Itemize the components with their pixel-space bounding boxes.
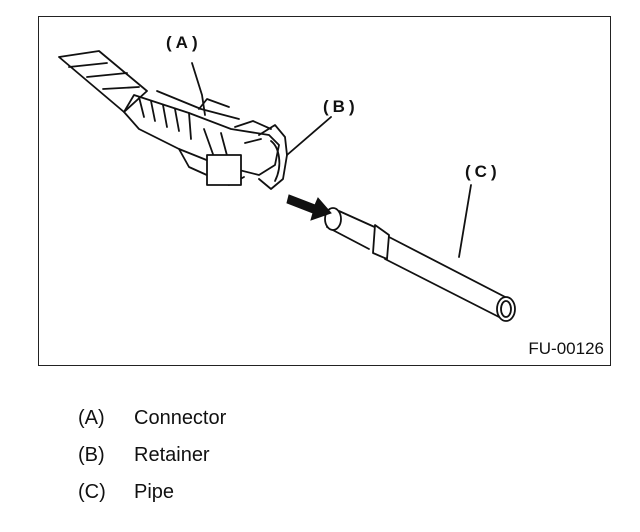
leader-line-c xyxy=(458,184,472,258)
legend-key: (C) xyxy=(78,481,106,503)
legend-item: (B) Retainer xyxy=(78,437,226,474)
legend: (A) Connector (B) Retainer (C) Pipe xyxy=(78,400,226,511)
legend-label: Pipe xyxy=(134,481,175,503)
connector-diagram xyxy=(58,50,516,322)
connector-drawing xyxy=(123,90,280,186)
legend-label: Connector xyxy=(134,407,227,429)
leader-line-a xyxy=(191,62,206,116)
legend-label: Retainer xyxy=(134,444,210,466)
figure-code: FU-00126 xyxy=(528,339,604,358)
direction-arrow xyxy=(286,194,332,221)
legend-item: (A) Connector xyxy=(78,400,226,437)
legend-item: (C) Pipe xyxy=(78,474,226,511)
legend-key: (A) xyxy=(78,407,105,429)
callout-a: (A) xyxy=(166,33,202,52)
figure-frame: (A) (B) (C) FU-00126 xyxy=(38,16,611,366)
callout-b: (B) xyxy=(323,97,359,116)
legend-key: (B) xyxy=(78,444,105,466)
leader-line-b xyxy=(286,116,332,156)
callout-c: (C) xyxy=(465,162,501,181)
pipe-drawing xyxy=(324,207,516,322)
hose-drawing xyxy=(58,50,148,113)
